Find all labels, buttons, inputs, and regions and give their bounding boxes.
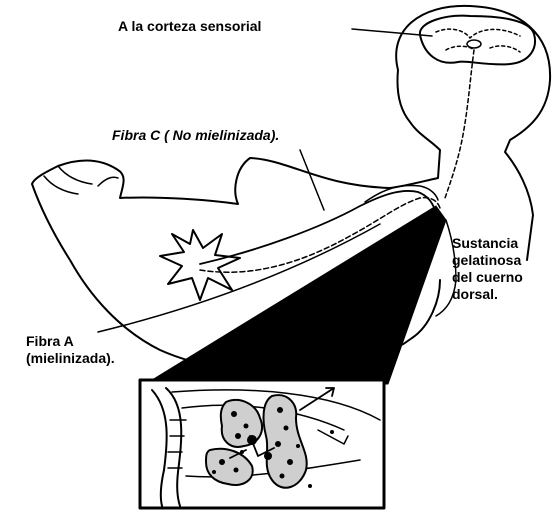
label-fiber-c: Fibra C ( No mielinizada). <box>112 127 279 144</box>
label-fiber-a: Fibra A (mielinizada). <box>26 333 115 367</box>
fist-outline <box>44 166 118 194</box>
pain-burst-icon <box>160 230 240 300</box>
label-dorsal-horn: Sustancia gelatinosa del cuerno dorsal. <box>452 235 523 303</box>
brain-icon <box>420 16 535 65</box>
spinal-cord-inset <box>140 380 384 508</box>
label-dorsal-horn-line2: gelatinosa <box>452 252 523 269</box>
label-dorsal-horn-line1: Sustancia <box>452 235 523 252</box>
label-dorsal-horn-line4: dorsal. <box>452 286 523 303</box>
label-cortex: A la corteza sensorial <box>118 18 261 35</box>
label-dorsal-horn-line3: del cuerno <box>452 269 523 286</box>
label-fiber-a-line1: Fibra A <box>26 333 115 350</box>
leader-fiber-c <box>300 150 324 210</box>
spinal-ascending-tract <box>445 50 474 198</box>
label-fiber-a-line2: (mielinizada). <box>26 350 115 367</box>
